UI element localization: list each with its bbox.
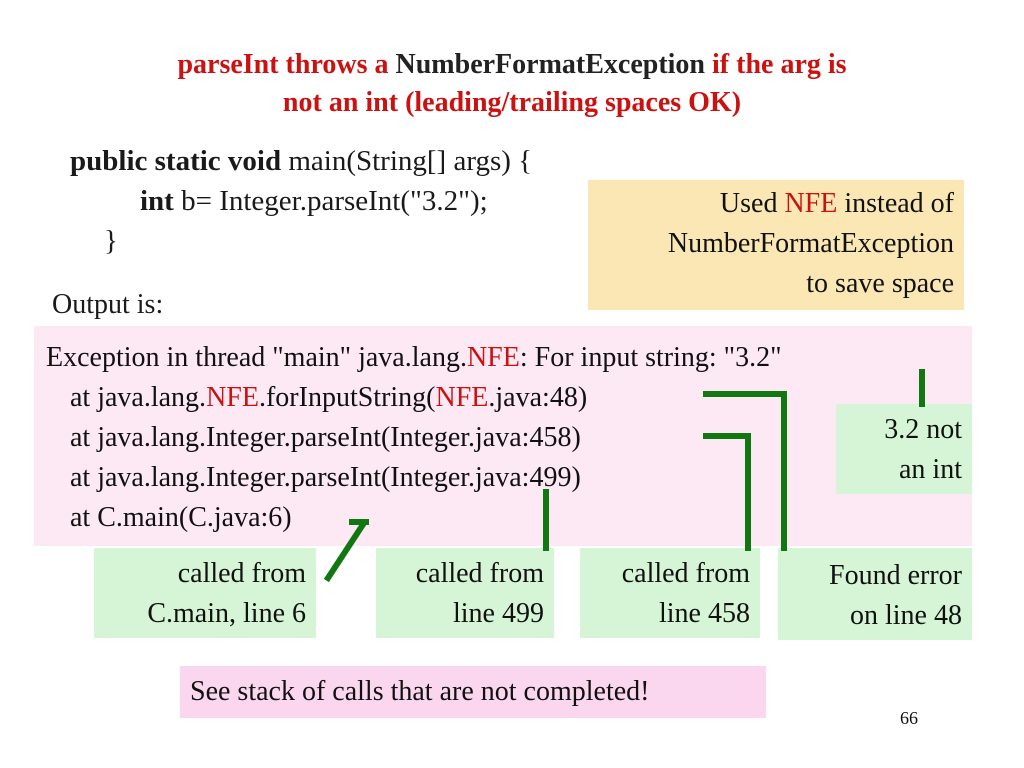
note-text-2: instead of	[837, 188, 954, 219]
code-line-2: int b= Integer.parseInt("3.2");	[140, 182, 488, 220]
trace-line-4: at java.lang.Integer.parseInt(Integer.ja…	[70, 462, 581, 493]
callout-not-int-line-2: an int	[899, 454, 962, 485]
trace-l1-text-1: Exception in thread "main" java.lang.	[46, 342, 467, 373]
slide-title: parseInt throws a NumberFormatException …	[0, 46, 1024, 122]
note-text-1: Used	[719, 188, 785, 219]
title-text-2: if the arg is	[705, 49, 847, 80]
note-line-1: Used NFE instead of	[588, 184, 954, 224]
trace-l2-nfe-1: NFE	[206, 382, 259, 413]
callout-main-line-2: C.main, line 6	[147, 598, 306, 629]
callout-not-int-line-1: 3.2 not	[884, 414, 962, 445]
note-line-2: NumberFormatException	[667, 228, 954, 259]
title-line-2: not an int (leading/trailing spaces OK)	[282, 87, 742, 118]
stack-trace-panel	[34, 326, 972, 546]
trace-line-2: at java.lang.NFE.forInputString(NFE.java…	[70, 378, 587, 418]
code-line-3: }	[104, 225, 118, 257]
trace-line-1: Exception in thread "main" java.lang.NFE…	[46, 338, 782, 378]
code-parse-call: b= Integer.parseInt("3.2");	[173, 185, 488, 217]
footer-note: See stack of calls that are not complete…	[180, 666, 766, 718]
connector-main	[323, 519, 369, 583]
callout-called-from-499: called from line 499	[376, 548, 554, 638]
callout-458-line-1: called from	[621, 558, 750, 589]
trace-l2-text-1: at java.lang.	[70, 382, 207, 413]
trace-l2-text-2: .forInputString(	[258, 382, 436, 413]
connector-line-48	[703, 391, 787, 551]
callout-main-line-1: called from	[177, 558, 306, 589]
note-line-3: to save space	[806, 268, 954, 299]
trace-l1-nfe: NFE	[466, 342, 520, 373]
callout-found-line-2: on line 48	[850, 600, 962, 631]
code-keywords: public static void	[70, 145, 282, 177]
trace-l2-nfe-2: NFE	[435, 382, 489, 413]
callout-458-line-2: line 458	[659, 598, 750, 629]
title-exception-name: NumberFormatException	[395, 49, 706, 80]
title-line-1: parseInt throws a NumberFormatException …	[0, 46, 1024, 84]
trace-line-5: at C.main(C.java:6)	[70, 502, 292, 533]
code-line-1: public static void main(String[] args) {	[70, 142, 532, 180]
code-int-keyword: int	[140, 185, 174, 217]
code-main-signature: main(String[] args) {	[281, 145, 533, 177]
callout-found-error: Found error on line 48	[778, 548, 972, 640]
callout-499-line-1: called from	[415, 558, 544, 589]
connector-line-458	[703, 433, 751, 551]
nfe-abbreviation-note: Used NFE instead of NumberFormatExceptio…	[588, 180, 964, 310]
trace-line-3: at java.lang.Integer.parseInt(Integer.ja…	[70, 422, 581, 453]
callout-called-from-main: called from C.main, line 6	[94, 548, 316, 638]
output-label: Output is:	[52, 289, 164, 320]
trace-l2-text-3: .java:48)	[488, 382, 588, 413]
callout-499-line-2: line 499	[453, 598, 544, 629]
note-nfe: NFE	[784, 188, 838, 219]
title-text-1: parseInt throws a	[177, 49, 396, 80]
page-number: 66	[900, 708, 918, 728]
callout-called-from-458: called from line 458	[580, 548, 760, 638]
callout-found-line-1: Found error	[829, 560, 962, 591]
trace-l1-text-2: : For input string: "3.2"	[519, 342, 782, 373]
callout-not-int: 3.2 not an int	[836, 404, 972, 494]
